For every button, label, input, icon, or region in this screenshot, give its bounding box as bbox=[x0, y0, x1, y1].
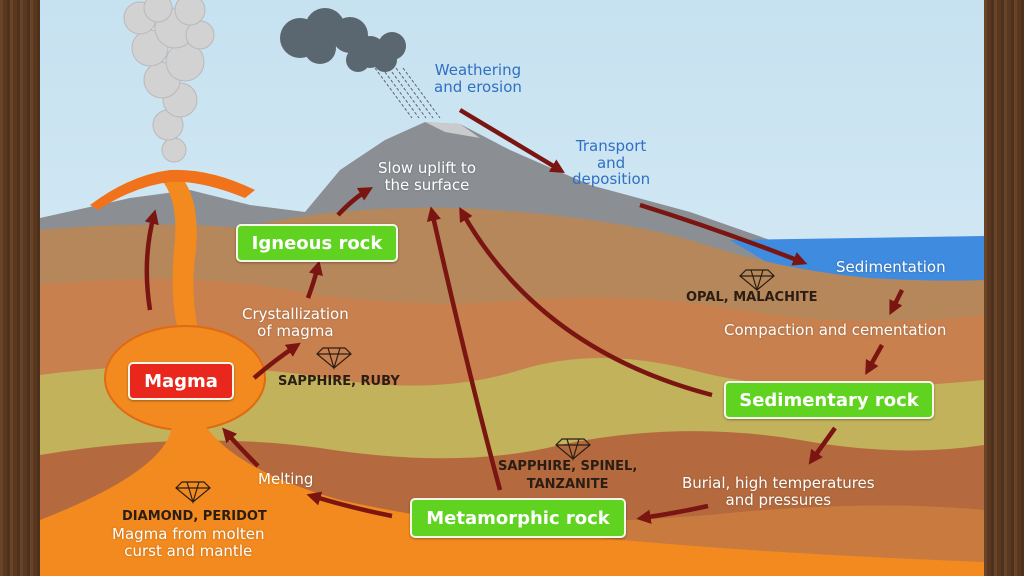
melting-label: Melting bbox=[258, 470, 314, 488]
arrow-sedimentary-uplift bbox=[459, 206, 713, 398]
sedimentary-rock-box: Sedimentary rock bbox=[724, 381, 934, 419]
sedimentation-label: Sedimentation bbox=[836, 258, 946, 276]
arrow-weathering-to-transport bbox=[458, 108, 565, 173]
arrow-sedimentary-to-burial bbox=[808, 426, 837, 465]
arrow-crystallization-to-igneous bbox=[305, 260, 323, 299]
compaction-label: Compaction and cementation bbox=[724, 321, 947, 339]
mountain-peak bbox=[425, 122, 480, 138]
arrow-burial-to-metamorphic bbox=[636, 503, 709, 524]
diagram-artwork bbox=[40, 0, 984, 576]
wood-frame-right bbox=[984, 0, 1024, 576]
gem-icon bbox=[316, 347, 352, 371]
rain-lines bbox=[374, 67, 441, 119]
igneous-rock-label: Igneous rock bbox=[251, 232, 383, 254]
rock-cycle-diagram: Igneous rock Magma Sedimentary rock Meta… bbox=[40, 0, 984, 576]
arrow-metamorphic-to-melting bbox=[306, 491, 393, 519]
arrow-metamorphic-uplift bbox=[426, 206, 503, 491]
sapphire-spinel-label: SAPPHIRE, SPINEL,TANZANITE bbox=[498, 459, 638, 493]
wood-frame-left bbox=[0, 0, 40, 576]
arrow-compaction-to-sedimentary bbox=[865, 343, 884, 376]
magma-conduit bbox=[160, 178, 198, 330]
igneous-rock-box: Igneous rock bbox=[236, 224, 398, 262]
sedimentary-rock-label: Sedimentary rock bbox=[739, 389, 919, 411]
magma-box: Magma bbox=[128, 362, 234, 400]
diamond-peridot-label: DIAMOND, PERIDOT bbox=[122, 509, 267, 524]
sapphire-ruby-label: SAPPHIRE, RUBY bbox=[278, 374, 400, 389]
magma-base bbox=[40, 425, 984, 576]
metamorphic-rock-label: Metamorphic rock bbox=[426, 507, 610, 529]
arrow-igneous-to-uplift bbox=[336, 187, 374, 217]
volcano-smoke bbox=[123, 0, 215, 163]
gem-icon bbox=[555, 438, 591, 462]
arrow-magma-to-crystallization bbox=[252, 342, 301, 380]
arrow-magma-to-volcano bbox=[144, 209, 159, 311]
magma-label: Magma bbox=[144, 370, 218, 392]
gem-icon bbox=[739, 269, 775, 293]
arrow-sedimentation-to-compaction bbox=[889, 288, 905, 316]
lava-flow bbox=[90, 169, 255, 210]
arrow-transport-to-sea bbox=[639, 202, 808, 266]
gem-icon bbox=[175, 481, 211, 505]
opal-malachite-label: OPAL, MALACHITE bbox=[686, 290, 818, 305]
metamorphic-rock-box: Metamorphic rock bbox=[410, 498, 626, 538]
rain-cloud-icon bbox=[280, 8, 406, 72]
arrow-melting-to-magma bbox=[222, 427, 260, 468]
